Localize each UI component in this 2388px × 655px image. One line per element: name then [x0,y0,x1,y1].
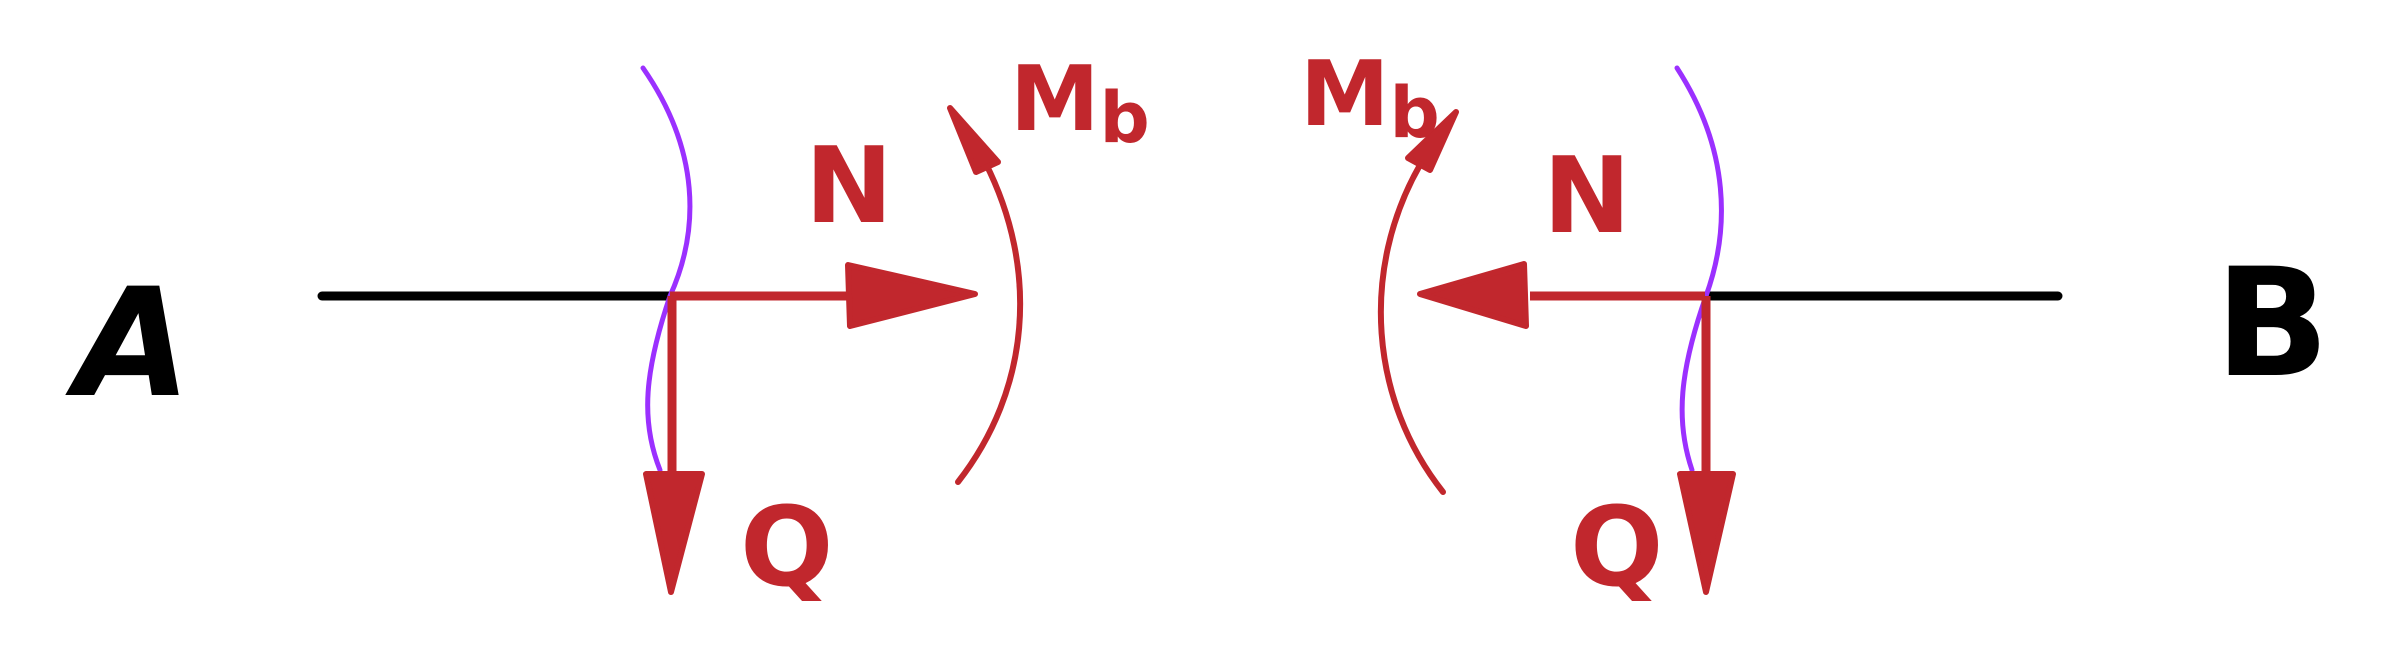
cut-line-left [640,65,693,473]
label-normal-force-right: N [1543,135,1631,257]
cut-line-right [1674,65,1724,473]
moment-arrow-right [1377,109,1459,495]
label-moment-right-main: M [1300,42,1390,147]
label-moment-left-main: M [1010,47,1100,152]
shear-force-arrow-right [1677,296,1736,595]
normal-force-arrow-right [1417,261,1705,329]
label-moment-right-sub: b [1390,72,1440,154]
shear-force-arrow-left [643,296,705,595]
label-shear-right: Q [1570,483,1664,611]
label-normal-force-left: N [805,125,893,247]
normal-force-arrow-left [670,262,978,329]
label-moment-left: Mb [1010,47,1150,159]
label-point-a: A [65,257,191,431]
label-moment-left-sub: b [1100,77,1150,159]
label-moment-right: Mb [1300,42,1440,154]
label-shear-left: Q [740,483,834,611]
label-point-b: B [2215,237,2329,411]
moment-arrow-left [947,105,1024,485]
